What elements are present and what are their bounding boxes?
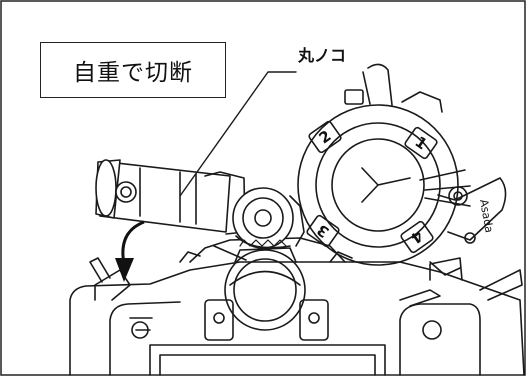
- brand-label: Asada: [477, 198, 496, 233]
- leader-line: [179, 71, 297, 197]
- circular-saw: [95, 159, 305, 261]
- die-head: [297, 63, 507, 276]
- callout-box: 自重で切断: [40, 42, 226, 98]
- part-label: 丸ノコ: [298, 46, 347, 65]
- down-arrow-icon: [115, 220, 145, 282]
- die-segments: [306, 120, 438, 254]
- callout-text: 自重で切断: [73, 60, 193, 86]
- carriage-body: [179, 237, 353, 341]
